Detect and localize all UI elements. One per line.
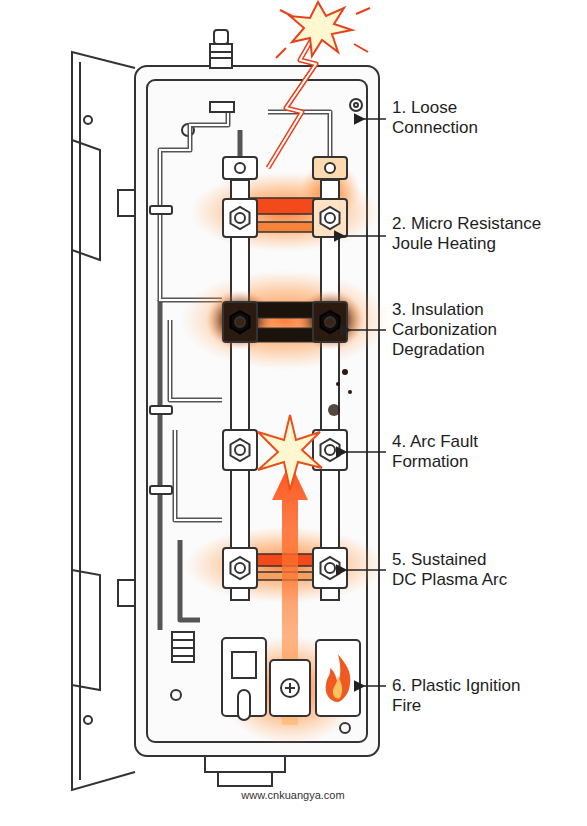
top-burst [276, 2, 370, 58]
carbonized-bar [206, 290, 364, 416]
hot-link-bar [249, 198, 321, 232]
screw-head [235, 563, 245, 573]
terminal-clamp [223, 157, 257, 179]
flame-icon [326, 654, 351, 702]
screw-head [325, 563, 335, 573]
screw-head [325, 213, 335, 223]
hex-nut [231, 557, 250, 579]
callout-label: 3. Insulation Carbonization Degradation [392, 300, 542, 360]
terminal-clamp [223, 302, 257, 342]
wire-clip [210, 102, 234, 112]
cable-ties [150, 206, 172, 494]
flame-core [333, 676, 342, 699]
enclosure-door [72, 52, 135, 790]
leader-lines [344, 119, 386, 686]
screw-head [235, 317, 245, 327]
cable-lug [235, 163, 245, 173]
screw-head [325, 317, 335, 327]
hex-nut [321, 439, 340, 461]
hex-nut [231, 439, 250, 461]
callout-label: 2. Micro Resistance Joule Heating [392, 214, 542, 254]
hex-nut [321, 557, 340, 579]
heat-glow [180, 162, 390, 745]
screw-head [325, 445, 335, 455]
enclosure-housing [135, 30, 379, 786]
callout-label: 6. Plastic Ignition Fire [392, 676, 522, 716]
terminal-clamp [313, 199, 347, 237]
arc-spark [258, 415, 322, 490]
watermark: www.cnkuangya.com [193, 789, 393, 802]
hex-nut [321, 311, 340, 333]
hex-nut [321, 207, 340, 229]
callout-label: 4. Arc Fault Formation [392, 432, 502, 472]
terminal-clamp [223, 199, 257, 237]
callout-label: 1. Loose Connection [392, 98, 502, 138]
terminal-clamp [223, 430, 257, 470]
callout-label: 5. Sustained DC Plasma Arc [392, 550, 512, 590]
terminal-clamp [313, 302, 347, 342]
cable-lug [325, 163, 335, 173]
hex-nut [231, 207, 250, 229]
bottom-components [222, 638, 360, 720]
terminal-clamp [223, 548, 257, 588]
terminal-clamp [313, 157, 347, 179]
screw-head [235, 445, 245, 455]
screw-head [235, 213, 245, 223]
terminal-clamp [313, 548, 347, 588]
hex-nut [231, 311, 250, 333]
